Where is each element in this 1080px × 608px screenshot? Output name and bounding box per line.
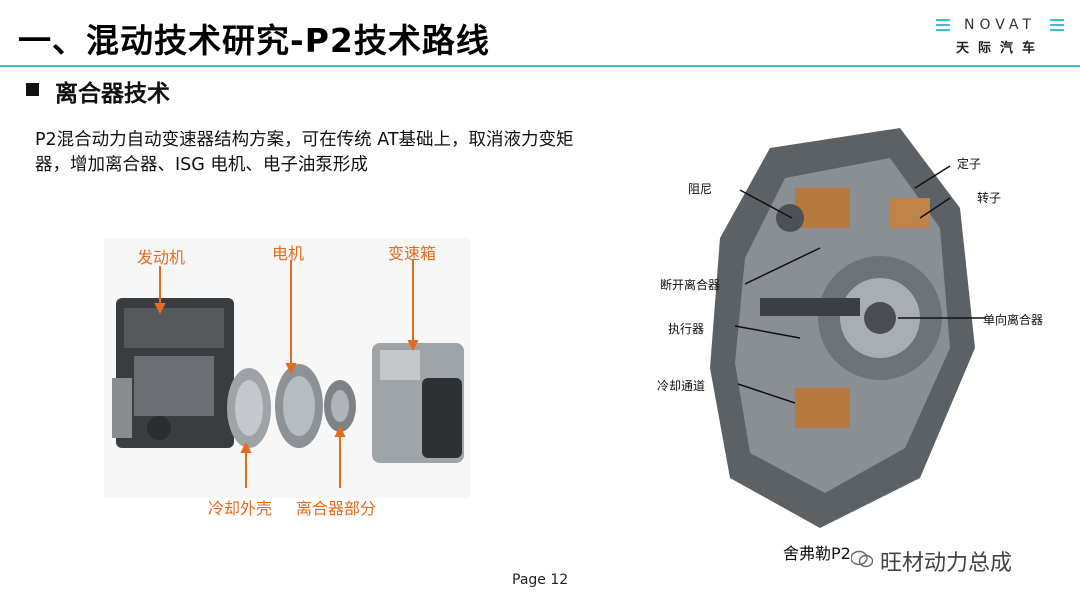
- gearbox-illustration: [372, 343, 464, 463]
- label-disconnect-clutch: 断开离合器: [660, 278, 721, 292]
- label-cooling-channel: 冷却通道: [657, 379, 706, 393]
- logo-bars-right-icon: [1049, 19, 1064, 31]
- module-housing: [710, 128, 975, 528]
- label-cooling-shell: 冷却外壳: [208, 499, 273, 518]
- powertrain-exploded-image: [104, 238, 470, 498]
- wechat-icon: [851, 550, 873, 568]
- label-engine: 发动机: [137, 248, 186, 267]
- label-stator: 定子: [957, 157, 982, 171]
- label-damper: 阻尼: [688, 182, 713, 196]
- callout-lines: [734, 165, 986, 404]
- label-motor: 电机: [272, 244, 305, 263]
- logo-wordmark: NOVAT: [964, 17, 1036, 33]
- page-title: 一、混动技术研究-P2技术路线: [18, 21, 490, 60]
- motor-illustration: [275, 364, 323, 448]
- p2-module-cutaway-image: [710, 128, 986, 528]
- logo-bars-left-icon: [936, 19, 950, 31]
- label-actuator: 执行器: [668, 322, 705, 336]
- label-gearbox: 变速箱: [388, 244, 437, 263]
- novat-logo: NOVAT 天际汽车: [936, 16, 1064, 60]
- section-heading: 离合器技术: [55, 81, 170, 107]
- figure-caption: 舍弗勒P2: [783, 544, 851, 563]
- watermark-text: 旺材动力总成: [880, 551, 1013, 576]
- body-paragraph: P2混合动力自动变速器结构方案，可在传统 AT基础上，取消液力变矩器，增加离合器…: [35, 130, 574, 175]
- label-arrows: [154, 260, 419, 488]
- bullet-square-icon: [26, 83, 39, 96]
- engine-illustration: [112, 298, 234, 448]
- header-divider: [0, 65, 1080, 67]
- clutch-illustration: [324, 380, 356, 432]
- logo-chinese-name: 天际汽车: [955, 41, 1044, 56]
- label-one-way-clutch: 单向离合器: [983, 313, 1044, 327]
- cooling-shell-illustration: [227, 368, 271, 448]
- label-rotor: 转子: [977, 191, 1002, 205]
- label-clutch-part: 离合器部分: [296, 499, 377, 518]
- page-number: Page 12: [512, 572, 569, 588]
